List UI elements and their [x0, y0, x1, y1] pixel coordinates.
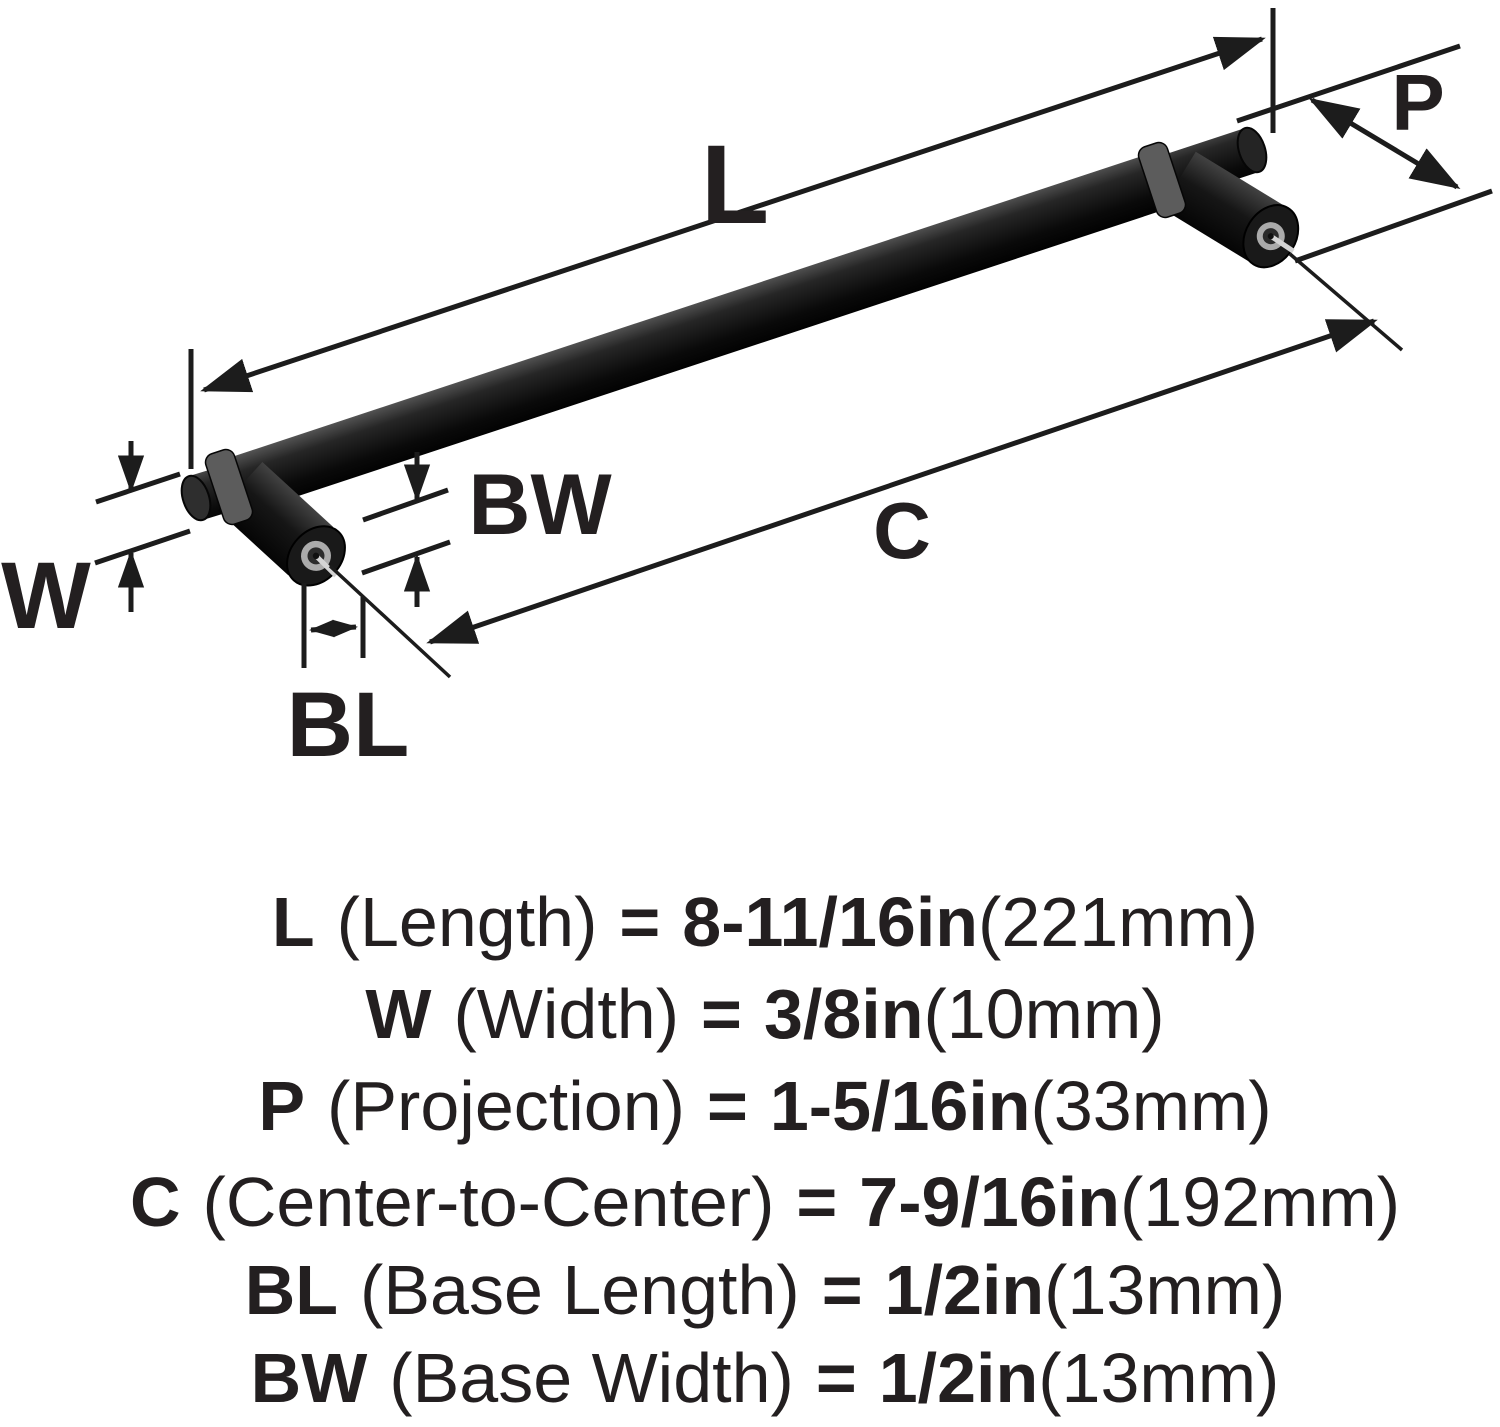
spec-line-length: L (Length) = 8-11/16in (221mm): [0, 887, 1500, 957]
spec-inches: 7-9/16in: [859, 1163, 1120, 1241]
spec-metric: (13mm): [1044, 1251, 1286, 1329]
handle-diagram: L P C W BW BL: [1, 8, 1493, 776]
spec-line-base-length: BL (Base Length) = 1/2in (13mm): [0, 1255, 1500, 1325]
spec-label: (Projection): [327, 1067, 685, 1145]
label-projection: P: [1391, 58, 1444, 147]
spec-symbol: BL: [244, 1251, 339, 1329]
dim-center-ext-left: [328, 564, 452, 679]
spec-label: (Length): [336, 883, 598, 961]
spec-inches: 1/2in: [878, 1339, 1039, 1417]
spec-label: (Center-to-Center): [202, 1163, 775, 1241]
dim-projection-ext-bottom: [1294, 188, 1493, 264]
spec-symbol: P: [258, 1067, 306, 1145]
spec-equals: =: [619, 883, 661, 961]
spec-equals: =: [796, 1163, 838, 1241]
spec-metric: (13mm): [1038, 1339, 1280, 1417]
dim-base-length-arrow: [309, 619, 358, 638]
dim-base-width: [361, 452, 451, 607]
spec-inches: 1-5/16in: [769, 1067, 1031, 1145]
dim-projection: [1236, 43, 1493, 264]
dim-projection-ext-top: [1236, 43, 1461, 124]
spec-symbol: W: [365, 975, 432, 1053]
label-width: W: [1, 543, 91, 649]
dim-base-width-tick-top: [362, 487, 449, 523]
dim-center-ext-right: [1288, 252, 1404, 352]
bar-left-end-cap: [180, 474, 212, 522]
spec-equals: =: [706, 1067, 748, 1145]
spec-label: (Width): [453, 975, 680, 1053]
dim-width-tick-bottom: [94, 528, 191, 566]
spec-line-base-width: BW (Base Width) = 1/2in (13mm): [0, 1343, 1500, 1413]
label-base-length: BL: [287, 674, 410, 776]
spec-line-center: C (Center-to-Center) = 7-9/16in (192mm): [0, 1167, 1500, 1237]
spec-equals: =: [821, 1251, 863, 1329]
spec-label: (Base Width): [389, 1339, 794, 1417]
dim-center-arrow: [426, 318, 1378, 645]
label-length: L: [701, 122, 769, 247]
spec-metric: (192mm): [1119, 1163, 1401, 1241]
spec-line-width: W (Width) = 3/8in (10mm): [0, 979, 1500, 1049]
dim-projection-arrow: [1308, 97, 1461, 190]
spec-inches: 8-11/16in: [682, 883, 979, 961]
dim-width: [94, 441, 191, 612]
spec-inches: 1/2in: [884, 1251, 1045, 1329]
spec-inches: 3/8in: [763, 975, 924, 1053]
dim-length: [188, 8, 1276, 469]
left-collar: [204, 448, 254, 526]
spec-metric: (10mm): [923, 975, 1165, 1053]
left-screw-shank: [314, 554, 338, 578]
dim-base-width-tick-bottom: [361, 539, 451, 576]
spec-metric: (33mm): [1030, 1067, 1272, 1145]
spec-symbol: L: [271, 883, 315, 961]
spec-symbol: BW: [250, 1339, 368, 1417]
spec-equals: =: [815, 1339, 857, 1417]
right-screw-shank: [1269, 234, 1295, 254]
spec-metric: (221mm): [978, 883, 1259, 961]
dim-width-tick-top: [95, 471, 181, 505]
bar-body: [205, 148, 1184, 521]
spec-symbol: C: [129, 1163, 181, 1241]
spec-equals: =: [701, 975, 742, 1053]
spec-line-projection: P (Projection) = 1-5/16in (33mm): [0, 1071, 1500, 1141]
dim-length-arrow: [200, 36, 1266, 393]
dim-base-length: [301, 583, 366, 668]
label-base-width: BW: [468, 457, 612, 553]
label-center: C: [873, 486, 931, 575]
dim-center-to-center: [328, 252, 1404, 679]
spec-label: (Base Length): [360, 1251, 800, 1329]
